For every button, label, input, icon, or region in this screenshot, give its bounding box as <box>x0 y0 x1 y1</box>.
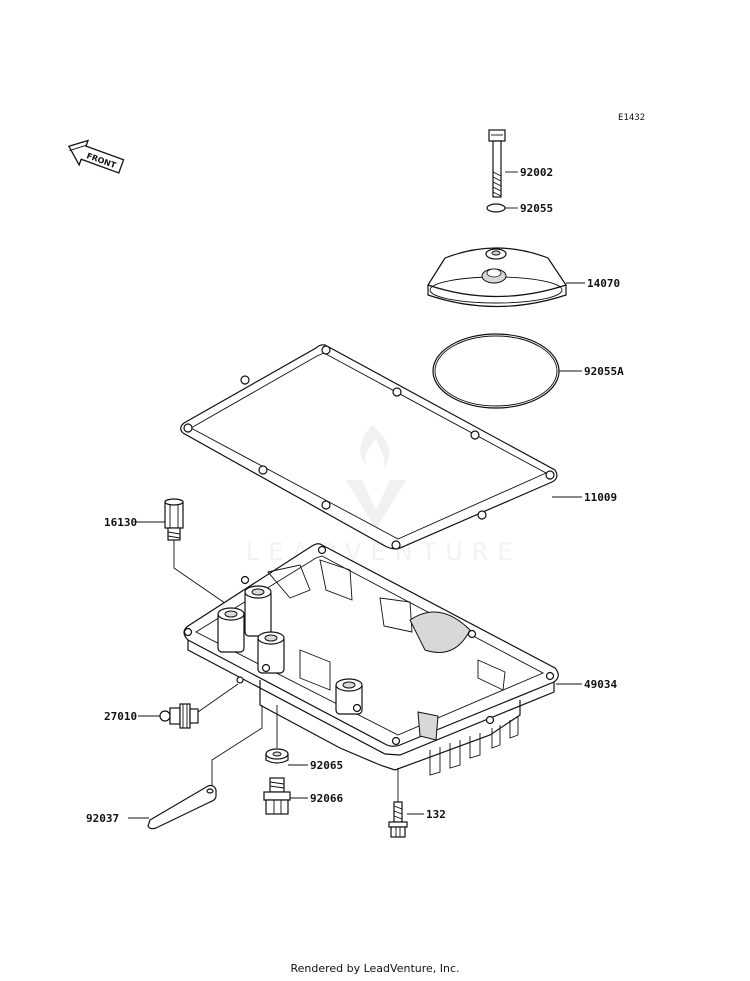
label-92002[interactable]: 92002 <box>520 166 553 179</box>
credit-text: Rendered by LeadVenture, Inc. <box>290 962 460 975</box>
oil-pan-49034[interactable] <box>183 543 559 776</box>
washer-92065[interactable] <box>265 748 289 764</box>
label-16130[interactable]: 16130 <box>104 516 137 529</box>
label-92037[interactable]: 92037 <box>86 812 119 825</box>
plug-92066[interactable] <box>263 777 291 815</box>
fitting-16130[interactable] <box>164 498 184 541</box>
label-92055[interactable]: 92055 <box>520 202 553 215</box>
front-arrow-icon: FRONT <box>67 139 125 174</box>
label-11009[interactable]: 11009 <box>584 491 617 504</box>
bolt-132[interactable] <box>388 801 408 838</box>
plate-92037[interactable] <box>147 784 217 830</box>
label-49034[interactable]: 49034 <box>584 678 617 691</box>
oring-92055a[interactable] <box>432 333 560 409</box>
label-92055a[interactable]: 92055A <box>584 365 624 378</box>
label-92065[interactable]: 92065 <box>310 759 343 772</box>
cover-14070[interactable] <box>427 247 567 308</box>
diagram-code: E1432 <box>618 113 645 123</box>
oring-92055[interactable] <box>486 203 506 213</box>
label-92066[interactable]: 92066 <box>310 792 343 805</box>
label-132[interactable]: 132 <box>426 808 446 821</box>
label-14070[interactable]: 14070 <box>587 277 620 290</box>
switch-27010[interactable] <box>159 703 199 729</box>
gasket-11009[interactable] <box>180 344 558 550</box>
bolt-92002[interactable] <box>488 129 506 198</box>
label-27010[interactable]: 27010 <box>104 710 137 723</box>
